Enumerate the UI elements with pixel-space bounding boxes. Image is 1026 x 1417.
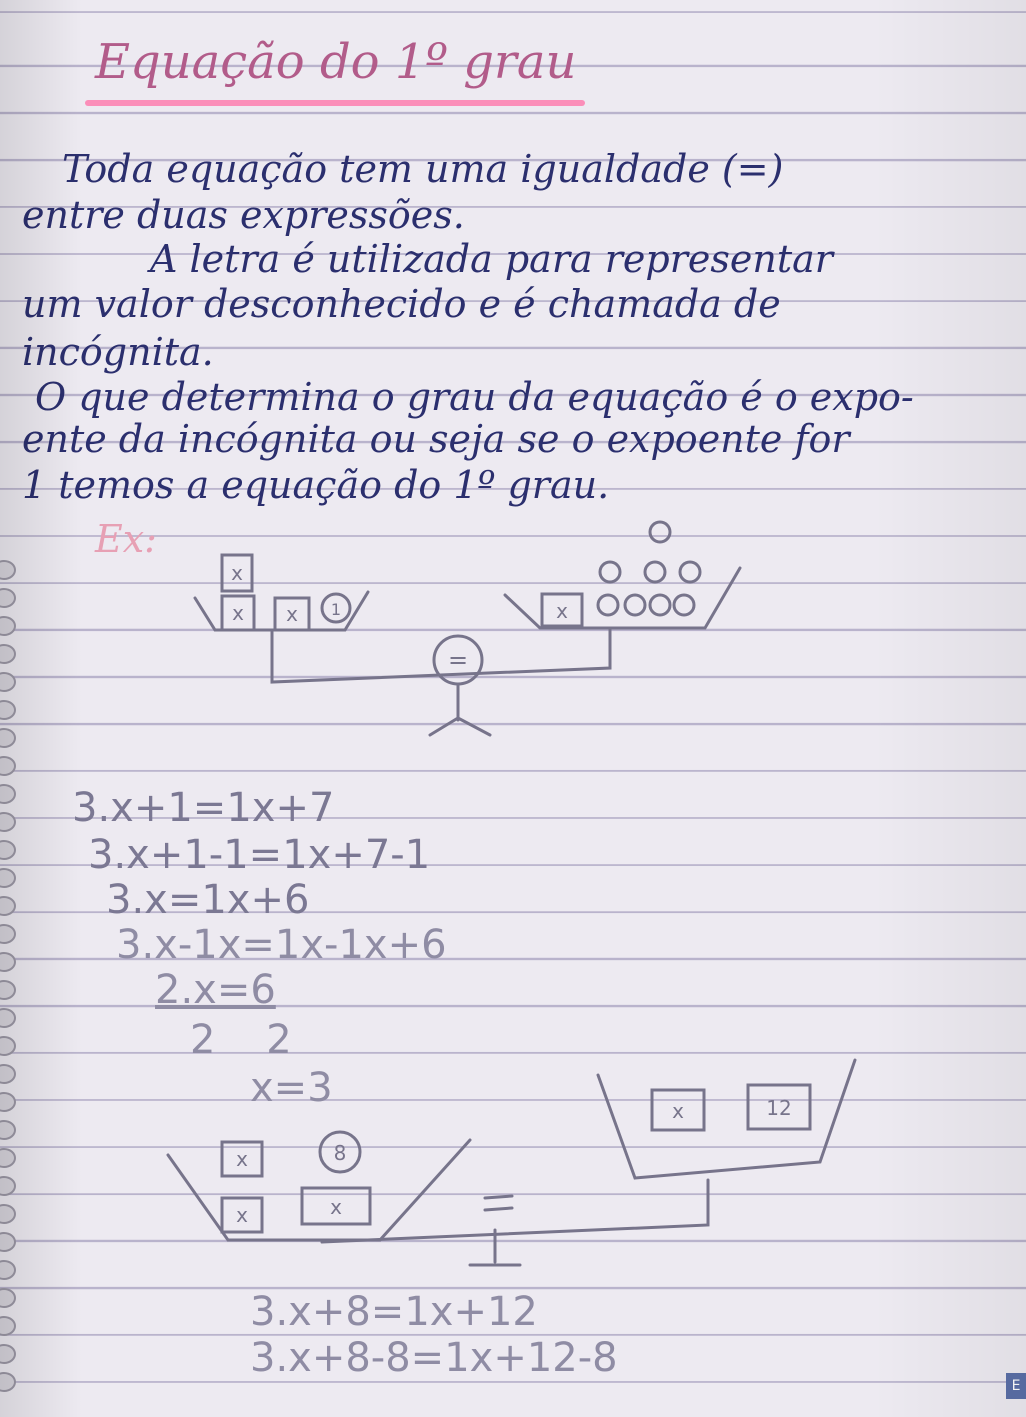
- paragraph-line-4: um valor desconhecido e é chamada de: [22, 282, 781, 326]
- paragraph-line-6: O que determina o grau da equação é o ex…: [35, 375, 914, 419]
- spiral-ring: [0, 1064, 16, 1084]
- paragraph-line-8: 1 temos a equação do 1º grau.: [22, 463, 610, 507]
- scale2-left-tile-3: [300, 1186, 372, 1226]
- equation-line-1: 3.x+1=1x+7: [72, 785, 335, 831]
- scale1-right-tile-8: [678, 560, 702, 584]
- spiral-ring: [0, 1372, 16, 1392]
- title-underline: [85, 100, 585, 106]
- spiral-ring: [0, 1036, 16, 1056]
- spiral-ring: [0, 868, 16, 888]
- scale1-center-label: =: [448, 646, 468, 674]
- spiral-ring: [0, 560, 16, 580]
- spiral-ring: [0, 896, 16, 916]
- spiral-ring: [0, 700, 16, 720]
- spiral-ring: [0, 952, 16, 972]
- spiral-ring: [0, 728, 16, 748]
- spiral-ring: [0, 980, 16, 1000]
- spiral-ring: [0, 1316, 16, 1336]
- spiral-ring: [0, 1344, 16, 1364]
- spiral-ring: [0, 1176, 16, 1196]
- scale1-right-tile-6: [598, 560, 622, 584]
- scale2-left-tile-4: [318, 1130, 362, 1174]
- scale1-stand: [428, 682, 492, 737]
- equation-line-5: 2.x=6: [155, 967, 276, 1013]
- spiral-ring: [0, 812, 16, 832]
- paragraph-line-5: incógnita.: [22, 330, 214, 374]
- spiral-ring: [0, 784, 16, 804]
- equation2-line-1: 3.x+8=1x+12: [250, 1289, 538, 1335]
- page-corner-mark: E: [1006, 1373, 1026, 1399]
- paragraph-line-1: Toda equação tem uma igualdade (=): [62, 147, 784, 191]
- scale2-left-tile-label-3: x: [330, 1195, 342, 1219]
- scale2-left-tile-label-2: x: [236, 1203, 248, 1227]
- spiral-ring: [0, 756, 16, 776]
- scale2-right-tile-label-2: 12: [766, 1096, 791, 1120]
- equation-line-2: 3.x+1-1=1x+7-1: [88, 832, 431, 878]
- spiral-ring: [0, 588, 16, 608]
- scale2-right-tile-2: [746, 1083, 812, 1131]
- equation-line-4: 3.x-1x=1x-1x+6: [116, 922, 447, 968]
- scale1-right-tile-2: [596, 593, 620, 617]
- spiral-ring: [0, 1288, 16, 1308]
- scale1-right-tile-5: [672, 593, 696, 617]
- scale2-left-pan: [166, 1138, 472, 1242]
- spiral-ring: [0, 840, 16, 860]
- spiral-ring: [0, 1120, 16, 1140]
- spiral-ring: [0, 1092, 16, 1112]
- equation2-line-2: 3.x+8-8=1x+12-8: [250, 1335, 618, 1381]
- scale2-left-tile-1: [220, 1140, 264, 1178]
- scale1-right-tile-label-1: x: [556, 599, 568, 623]
- scale1-left-tile-label-1: x: [231, 561, 243, 585]
- scale1-left-tile-label-4: 1: [331, 600, 341, 619]
- scale1-right-pan: [503, 566, 742, 630]
- scale1-left-tile-3: [273, 596, 311, 632]
- scale2-right-tile-1: [650, 1088, 706, 1132]
- spiral-ring: [0, 924, 16, 944]
- spiral-ring: [0, 1204, 16, 1224]
- example-label: Ex:: [95, 517, 157, 561]
- spiral-ring: [0, 672, 16, 692]
- scale1-right-tile-4: [648, 593, 672, 617]
- scale1-beam: [270, 628, 612, 684]
- scale1-left-tile-2: [220, 594, 256, 632]
- equation-line-3: 3.x=1x+6: [106, 877, 310, 923]
- scale2-left-tile-label-1: x: [236, 1147, 248, 1171]
- spiral-ring: [0, 1260, 16, 1280]
- spiral-binding: [0, 560, 22, 1417]
- scale2-equal-sign: [483, 1194, 514, 1212]
- scale1-left-tile-label-2: x: [232, 601, 244, 625]
- scale1-right-tile-3: [623, 593, 647, 617]
- scale2-beam: [320, 1178, 710, 1244]
- scale1-left-tile-1: [220, 553, 254, 593]
- scale2-stand: [468, 1228, 522, 1267]
- scale1-right-tile-1: [540, 592, 584, 628]
- equation-line-6: 2 2: [190, 1017, 292, 1063]
- page-title: Equação do 1º grau: [95, 34, 577, 90]
- paragraph-line-2: entre duas expressões.: [22, 193, 465, 237]
- scale2-right-pan: [596, 1058, 857, 1180]
- scale1-left-tile-label-3: x: [286, 602, 298, 626]
- spiral-ring: [0, 616, 16, 636]
- paragraph-line-3: A letra é utilizada para representar: [150, 237, 833, 281]
- spiral-ring: [0, 1232, 16, 1252]
- scale1-right-tile-7: [643, 560, 667, 584]
- scale2-right-tile-label-1: x: [672, 1099, 684, 1123]
- scale2-left-tile-label-4: 8: [334, 1141, 347, 1165]
- spiral-ring: [0, 1008, 16, 1028]
- scale1-right-tile-extra: [648, 520, 672, 544]
- spiral-ring: [0, 1148, 16, 1168]
- equation-line-7: x=3: [250, 1065, 333, 1111]
- spiral-ring: [0, 644, 16, 664]
- scale1-left-tile-4: [320, 592, 352, 624]
- scale2-left-tile-2: [220, 1196, 264, 1234]
- paragraph-line-7: ente da incógnita ou seja se o expoente …: [22, 417, 850, 461]
